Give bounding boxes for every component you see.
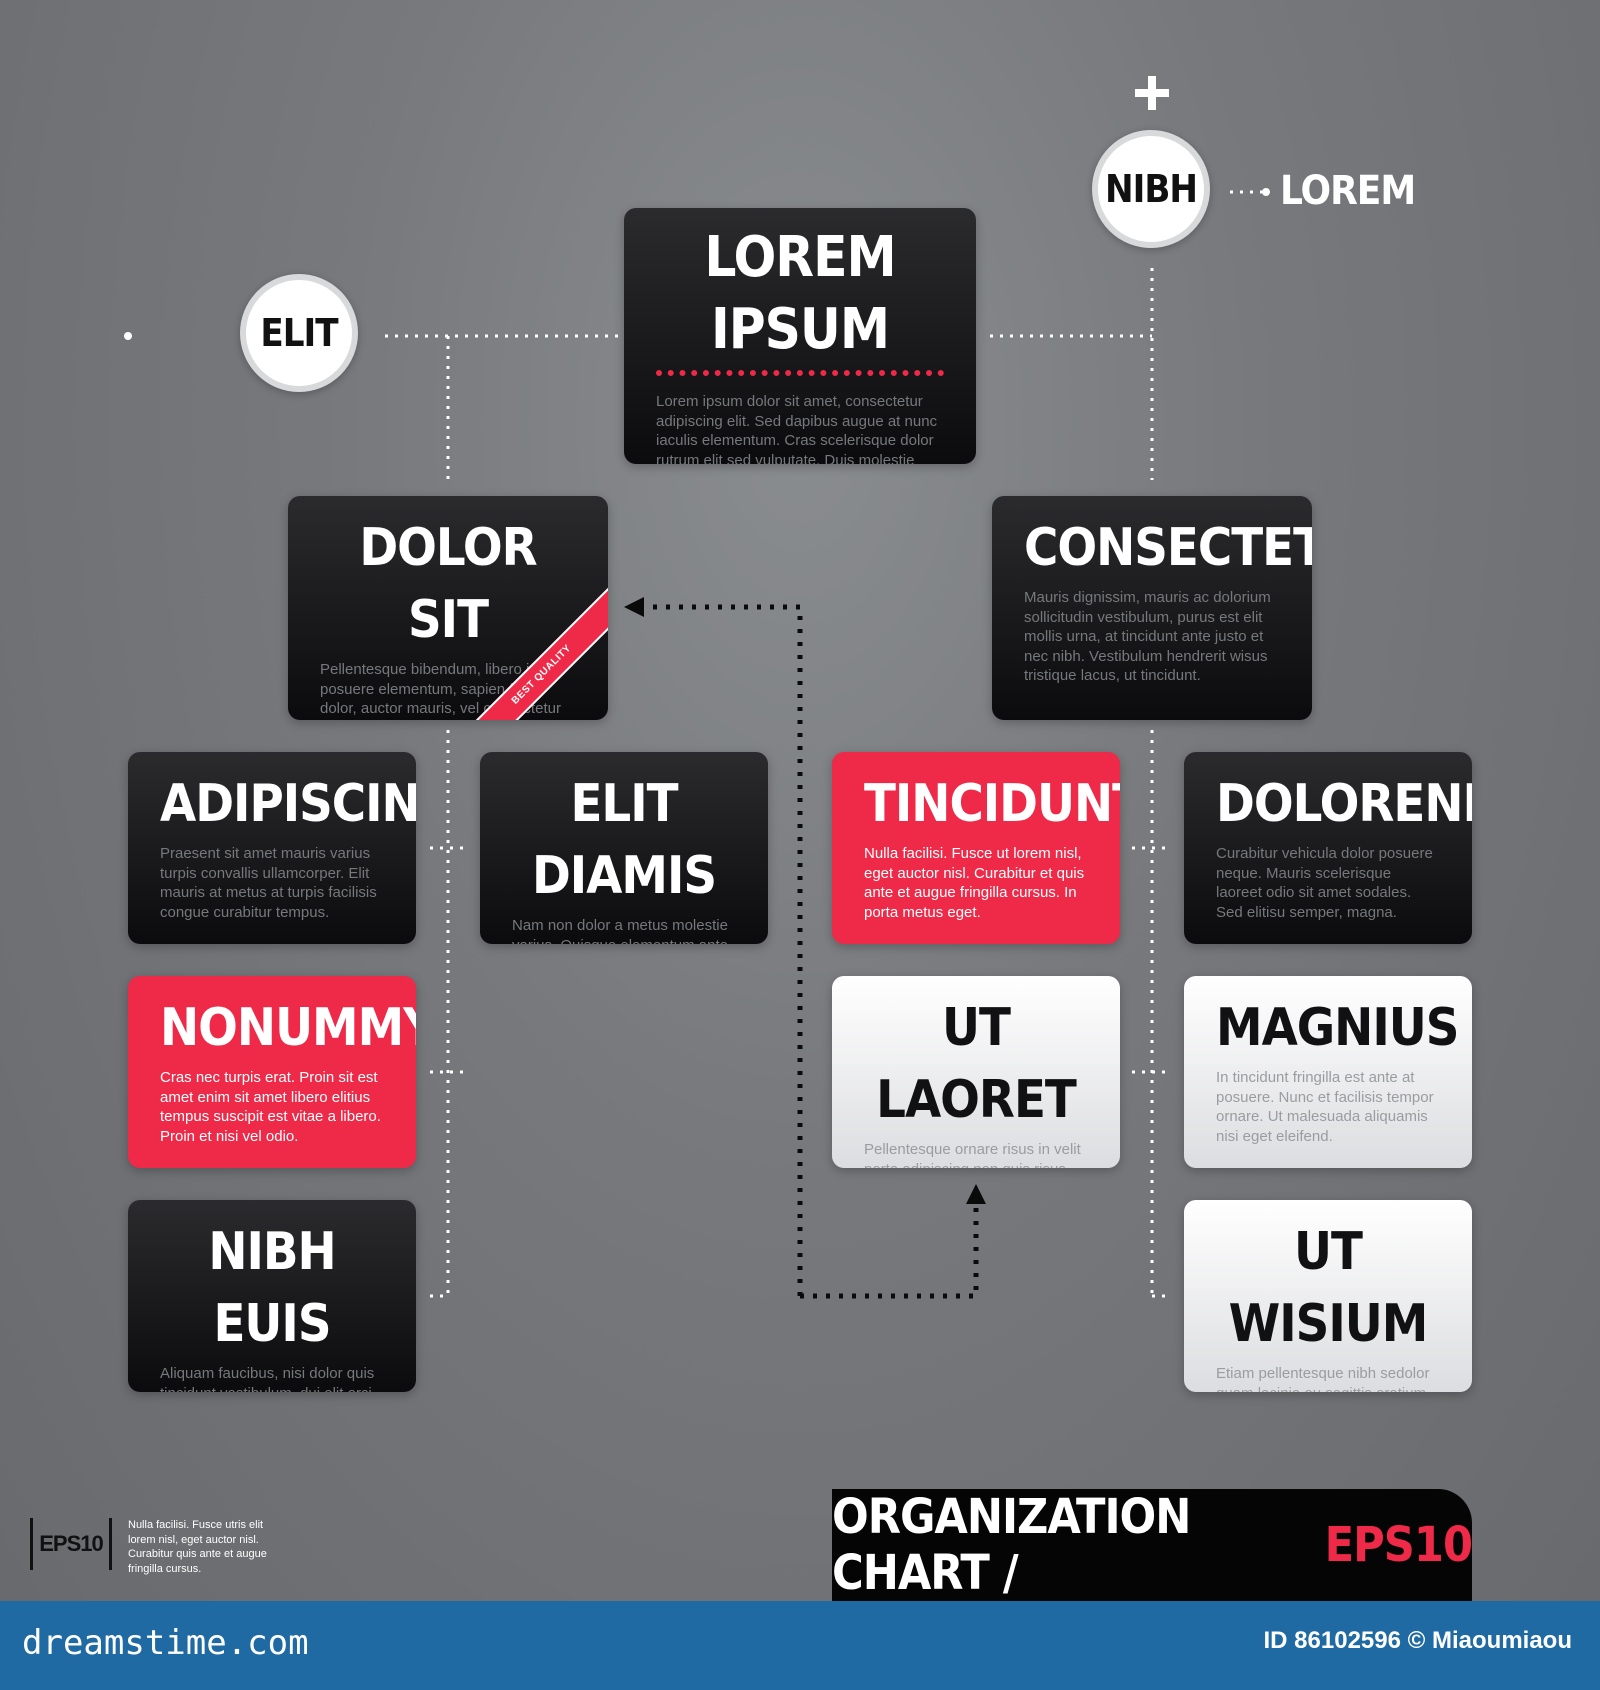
card-title: ELIT DIAMIS [531, 774, 717, 906]
card-text: Mauris dignissim, mauris ac dolorium sol… [1024, 589, 1271, 684]
footer-site-link[interactable]: dreamstime.com [22, 1623, 309, 1663]
banner-title: ORGANIZATION CHART / [832, 1489, 1191, 1601]
eps-badge-note: Nulla facilisi. Fusce utris elit lorem n… [128, 1519, 267, 1575]
chart-title-banner: ORGANIZATION CHART / EPS10 [832, 1489, 1473, 1601]
card-ut-wisium[interactable]: UT WISIUM Etiam pellentesque nibh sedolo… [1184, 1200, 1472, 1392]
card-elit-diamis[interactable]: ELIT DIAMIS Nam non dolor a metus molest… [480, 752, 768, 944]
card-title: TINCIDUNT [864, 774, 1120, 834]
card-ut-laoret[interactable]: UT LAORET Pellentesque ornare risus in v… [832, 976, 1120, 1168]
plus-icon[interactable] [1135, 76, 1169, 110]
card-title: MAGNIUS [1216, 998, 1459, 1058]
card-text: Nulla facilisi. Fusce ut lorem nisl, ege… [864, 845, 1085, 921]
root-card[interactable]: LOREM IPSUM Lorem ipsum dolor sit amet, … [624, 208, 976, 464]
banner-format: EPS10 [1324, 1517, 1473, 1573]
footer-bar: dreamstime.com ID 86102596 © Miaoumiaou [0, 1601, 1600, 1690]
card-magnius[interactable]: MAGNIUS In tincidunt fringilla est ante … [1184, 976, 1472, 1168]
card-nonummy[interactable]: NONUMMY Cras nec turpis erat. Proin sit … [128, 976, 416, 1168]
card-text: Pellentesque ornare risus in velit porta… [864, 1141, 1081, 1168]
card-text: Curabitur vehicula dolor posuere neque. … [1216, 845, 1433, 921]
nibh-label: LOREM [1280, 168, 1416, 214]
eps-badge-label: EPS10 [30, 1518, 112, 1570]
footer-image-id: ID 86102596 © Miaoumiaou [1263, 1627, 1572, 1654]
root-text: Lorem ipsum dolor sit amet, consectetur … [656, 393, 938, 464]
card-title: CONSECTETRE [1024, 518, 1312, 578]
root-divider [656, 370, 944, 376]
card-text: In tincidunt fringilla est ante at posue… [1216, 1069, 1434, 1145]
card-title: NONUMMY [160, 998, 416, 1058]
card-title: ADIPISCING [160, 774, 416, 834]
card-text: Praesent sit amet mauris varius turpis c… [160, 845, 377, 921]
circle-nibh[interactable]: NIBH [1092, 130, 1210, 248]
circle-elit[interactable]: ELIT [240, 274, 358, 392]
card-adipiscing[interactable]: ADIPISCING Praesent sit amet mauris vari… [128, 752, 416, 944]
card-nibh-euis[interactable]: NIBH EUIS Aliquam faucibus, nisi dolor q… [128, 1200, 416, 1392]
card-consectetre[interactable]: CONSECTETRE Mauris dignissim, mauris ac … [992, 496, 1312, 720]
card-text: Nam non dolor a metus molestie varius. Q… [512, 917, 728, 944]
card-text: Pellentesque bibendum, libero idrius pos… [320, 661, 562, 720]
card-title: NIBH EUIS [208, 1222, 336, 1354]
card-tincidunt[interactable]: TINCIDUNT Nulla facilisi. Fusce ut lorem… [832, 752, 1120, 944]
card-text: Etiam pellentesque nibh sedolor quam lac… [1216, 1365, 1430, 1392]
card-title: UT LAORET [876, 998, 1077, 1130]
card-title: DOLOR SIT [359, 518, 537, 650]
root-title: LOREM IPSUM [704, 225, 896, 362]
card-dolor-sit[interactable]: DOLOR SIT Pellentesque bibendum, libero … [288, 496, 608, 720]
card-doloreni[interactable]: DOLORENI Curabitur vehicula dolor posuer… [1184, 752, 1472, 944]
card-title: DOLORENI [1216, 774, 1472, 834]
card-text: Aliquam faucibus, nisi dolor quis tincid… [160, 1365, 375, 1392]
card-text: Cras nec turpis erat. Proin sit est amet… [160, 1069, 381, 1145]
card-title: UT WISIUM [1228, 1222, 1429, 1354]
